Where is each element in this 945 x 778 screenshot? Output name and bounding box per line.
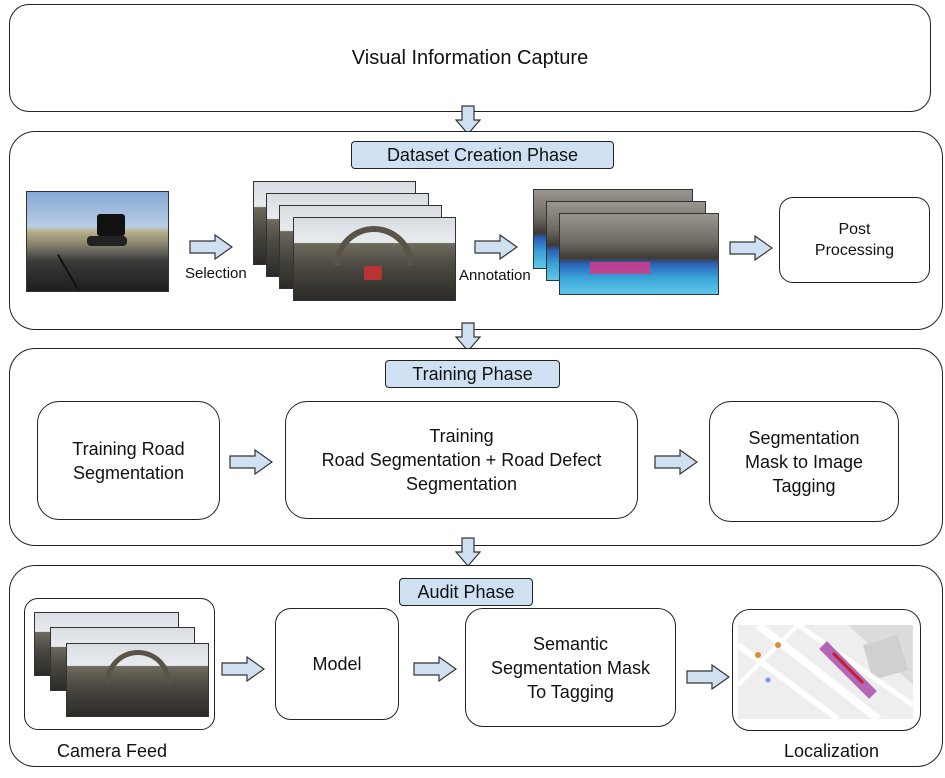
visual-information-capture-label: Visual Information Capture [351,47,589,69]
right-arrow-icon [229,449,273,475]
map-icon [738,625,913,719]
training-road-defect-label-line1: Training [429,426,494,446]
selected-image [293,217,456,301]
right-arrow-icon [729,235,773,261]
camera-feed-label: Camera Feed [57,741,168,761]
audit-phase-title: Audit Phase [399,578,533,606]
segmentation-mask-to-image-tagging-box: Segmentation Mask to Image Tagging [709,401,899,522]
dataset-creation-phase-title: Dataset Creation Phase [351,141,614,169]
training-phase-title: Training Phase [385,360,560,388]
camera-feed-image [66,643,209,717]
right-arrow-icon [221,656,265,682]
training-road-defect-segmentation-box: Training Road Segmentation + Road Defect… [285,401,638,519]
visual-information-capture-box: Visual Information Capture [9,4,931,112]
annotated-image [559,213,719,295]
post-processing-box: Post Processing [779,197,930,283]
localization-map [738,625,913,719]
semantic-segmentation-mask-label: Semantic Segmentation Mask To Tagging [490,633,651,702]
model-label: Model [312,654,362,674]
right-arrow-icon [474,234,518,260]
localization-label: Localization [784,741,880,761]
down-arrow-icon [455,537,481,567]
training-road-segmentation-box: Training Road Segmentation [37,401,220,520]
dashcam-photo [26,191,169,292]
annotation-label: Annotation [459,267,531,284]
post-processing-label: Post Processing [814,221,895,259]
training-road-segmentation-label: Training Road Segmentation [72,438,185,483]
right-arrow-icon [686,664,730,690]
right-arrow-icon [189,234,233,260]
model-box: Model [275,608,399,720]
right-arrow-icon [413,656,457,682]
semantic-segmentation-mask-box: Semantic Segmentation Mask To Tagging [465,608,676,727]
right-arrow-icon [654,449,698,475]
training-road-defect-label-line2: Road Segmentation + Road Defect Segmenta… [321,450,602,494]
segmentation-mask-to-image-tagging-label: Segmentation Mask to Image Tagging [744,427,864,496]
selection-label: Selection [185,265,247,282]
